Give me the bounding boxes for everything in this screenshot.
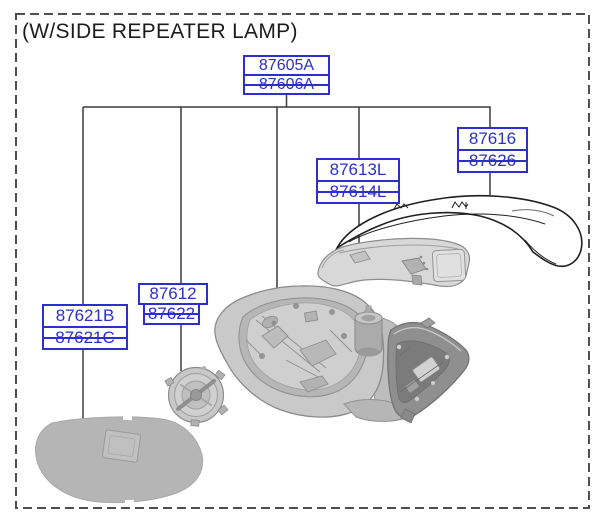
mirror-pivot-post <box>354 305 383 357</box>
part-number[interactable]: 87605A <box>245 57 328 74</box>
part-number-text: 87612 <box>149 284 197 303</box>
part-number[interactable]: 87616 <box>459 129 526 149</box>
part-label-87613l[interactable]: 87613L 87614L <box>316 158 400 204</box>
cap-tab-left <box>393 203 409 210</box>
strikethrough-line <box>43 337 127 339</box>
mounting-bracket-drawing <box>387 317 470 424</box>
part-number-superseded[interactable]: 87614L <box>317 180 399 202</box>
part-number[interactable]: 87613L <box>318 160 398 180</box>
part-number-superseded[interactable]: 87606A <box>244 74 329 93</box>
cap-tab-right <box>451 201 469 209</box>
housing-inner-mechanism <box>245 303 353 393</box>
strikethrough-line <box>144 313 199 315</box>
part-number-text: 87621B <box>55 306 115 325</box>
part-number-superseded[interactable]: 87626 <box>458 149 527 171</box>
diagram-border <box>15 13 590 509</box>
part-number-text: 87616 <box>468 129 517 148</box>
diagram-title: (W/SIDE REPEATER LAMP) <box>22 20 298 43</box>
mirror-scalp-cover-drawing <box>334 194 583 268</box>
strikethrough-line <box>458 160 527 162</box>
part-number[interactable]: 87621B <box>44 306 126 326</box>
leader-horizontal <box>83 106 491 127</box>
part-number-superseded[interactable]: 87622 <box>144 305 199 323</box>
leader-lines <box>82 95 491 421</box>
part-label-87621b[interactable]: 87621B 87621C <box>42 304 128 350</box>
mirror-actuator-drawing <box>164 366 229 427</box>
part-number-superseded[interactable]: 87621C <box>43 326 127 348</box>
side-repeater-lamp-drawing <box>317 237 471 288</box>
part-number[interactable]: 87612 <box>140 285 206 303</box>
part-label-87612[interactable]: 87612 <box>138 283 208 305</box>
part-label-87605a[interactable]: 87605A 87606A <box>243 55 330 95</box>
part-label-87616[interactable]: 87616 87626 <box>457 127 528 173</box>
part-number-text: 87605A <box>258 57 315 74</box>
part-number-text: 87613L <box>329 160 387 179</box>
outside-mirror-housing-drawing <box>214 285 411 422</box>
mirror-glass-drawing <box>35 414 204 506</box>
part-label-87622[interactable]: 87622 <box>143 303 200 325</box>
strikethrough-line <box>317 191 399 193</box>
glass-heater-pad-detail <box>101 429 142 463</box>
strikethrough-line <box>244 83 329 86</box>
